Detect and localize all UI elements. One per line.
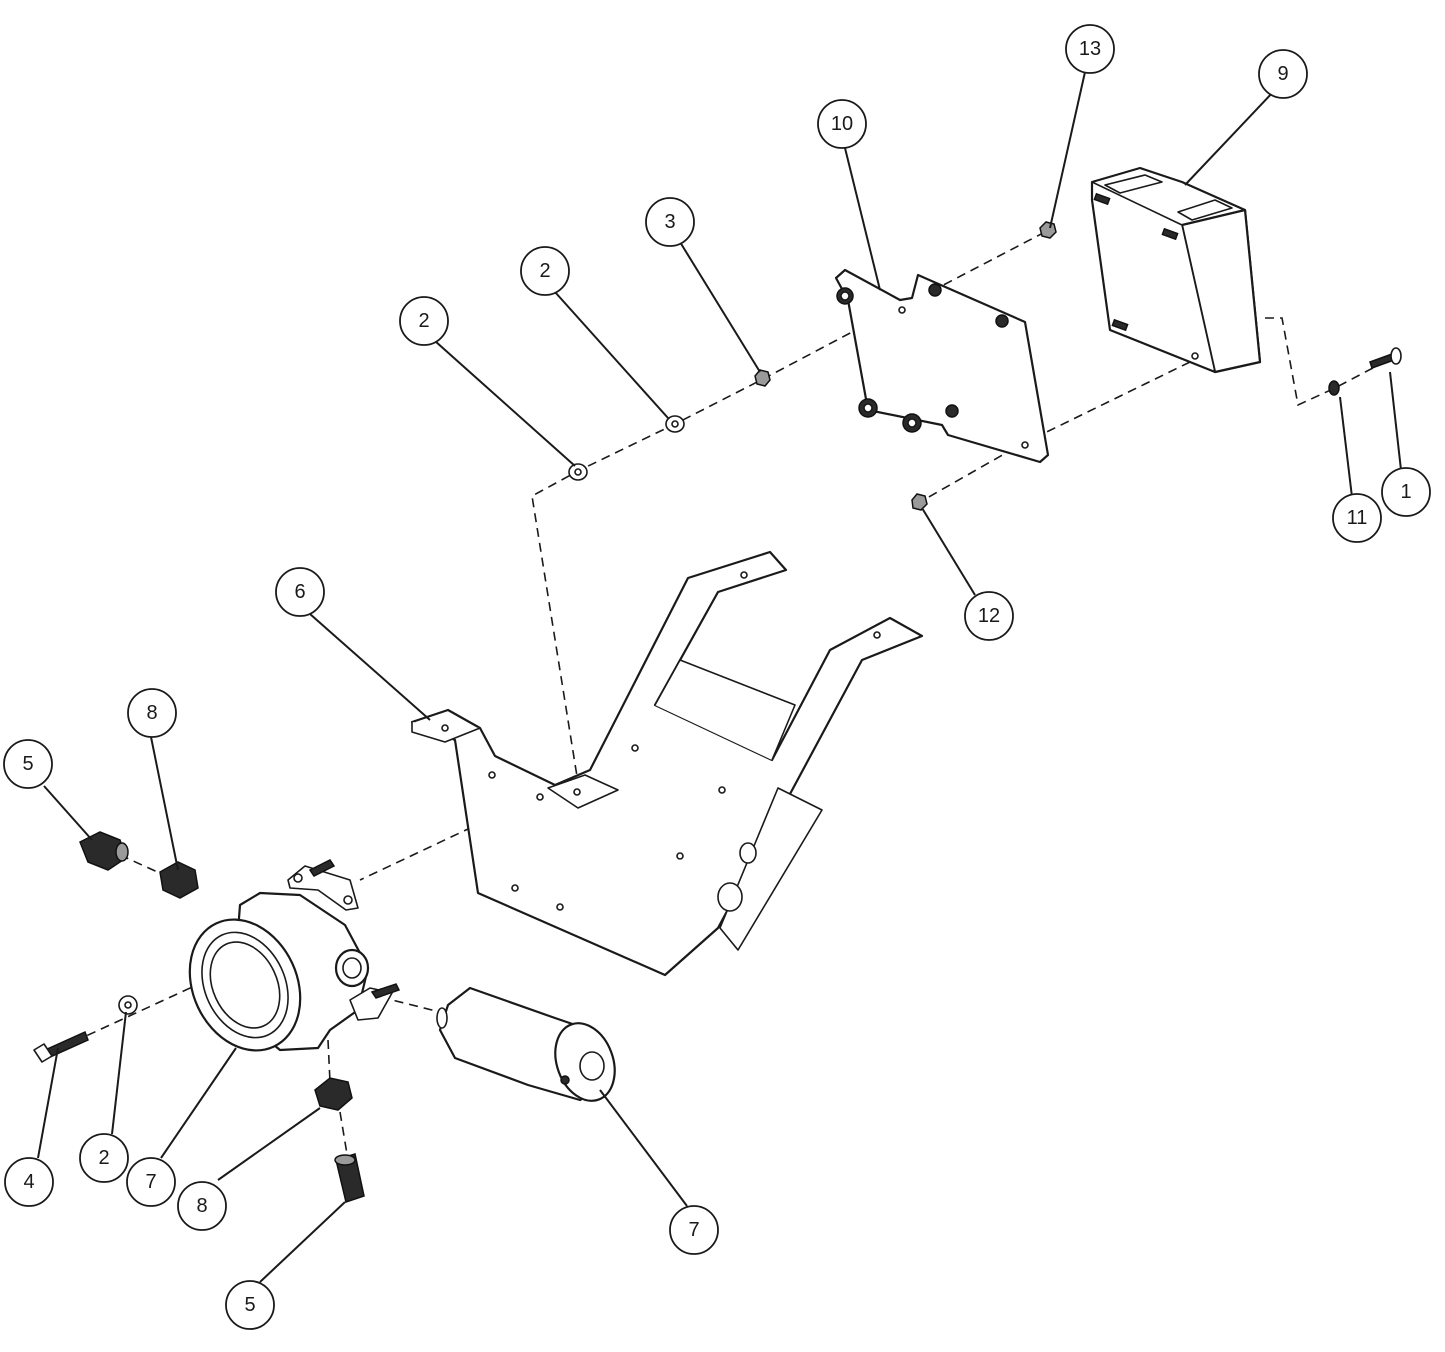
enclosure-box	[1090, 166, 1262, 374]
callout-2a: 2	[520, 246, 570, 296]
callout-2c: 2	[79, 1133, 129, 1183]
callout-7b: 7	[669, 1205, 719, 1255]
callout-4: 4	[4, 1157, 54, 1207]
callout-label: 10	[831, 113, 853, 135]
callout-label: 2	[539, 260, 550, 282]
junction-box-housing	[188, 859, 401, 1052]
callout-7a: 7	[126, 1157, 176, 1207]
callout-label: 11	[1347, 507, 1368, 529]
callout-3: 3	[645, 197, 695, 247]
callout-2b: 2	[399, 296, 449, 346]
callout-9: 9	[1258, 49, 1308, 99]
callout-label: 5	[244, 1294, 255, 1316]
callout-5b: 5	[225, 1280, 275, 1330]
sensor-cylinder	[436, 986, 616, 1102]
callout-label: 1	[1400, 481, 1411, 503]
callout-label: 3	[664, 211, 675, 233]
callout-1: 1	[1381, 467, 1431, 517]
callout-10: 10	[817, 99, 867, 149]
callout-label: 2	[418, 310, 429, 332]
leader-lines	[37, 71, 1402, 1283]
cable-gland-5b	[334, 1153, 365, 1203]
washer-11	[1328, 380, 1340, 396]
callout-13: 13	[1065, 24, 1115, 74]
cable-gland-5a	[79, 831, 129, 871]
callout-8a: 8	[127, 688, 177, 738]
washer-2a	[568, 463, 588, 481]
callout-11: 11	[1332, 493, 1382, 543]
callout-label: 8	[146, 702, 157, 724]
screw-1	[1369, 347, 1402, 369]
mounting-plate	[834, 268, 1050, 464]
nut-13	[1039, 221, 1057, 239]
callout-label: 9	[1277, 63, 1288, 85]
nut-12	[911, 493, 928, 511]
callout-label: 7	[688, 1219, 699, 1241]
nut-3	[754, 369, 771, 387]
callout-label: 7	[145, 1171, 156, 1193]
callout-6: 6	[275, 567, 325, 617]
callout-label: 8	[196, 1195, 207, 1217]
callout-8b: 8	[177, 1181, 227, 1231]
bracket	[410, 550, 924, 977]
callout-label: 5	[22, 753, 33, 775]
callout-5a: 5	[3, 739, 53, 789]
callout-12: 12	[964, 591, 1014, 641]
callout-label: 12	[978, 605, 1000, 627]
callout-label: 2	[98, 1147, 109, 1169]
washer-2c	[118, 995, 138, 1015]
callout-label: 6	[294, 581, 305, 603]
washer-2b	[665, 415, 685, 433]
callout-label: 13	[1079, 38, 1101, 60]
callout-label: 4	[23, 1171, 34, 1193]
screw-4	[33, 1030, 89, 1063]
plug-8a	[159, 861, 199, 899]
plug-8b	[314, 1077, 353, 1111]
